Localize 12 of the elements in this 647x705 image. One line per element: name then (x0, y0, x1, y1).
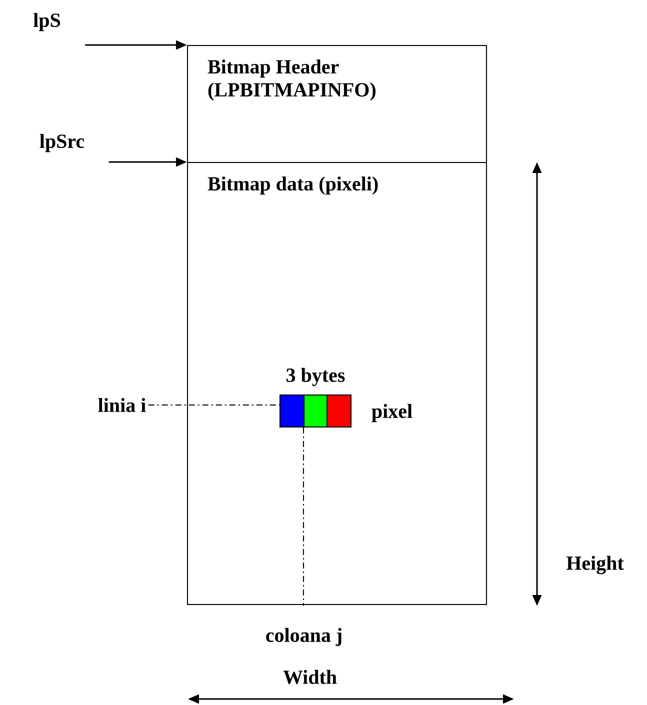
pointer-label: linia i (98, 398, 146, 412)
node-caption: 3 bytes (286, 368, 345, 386)
pointer-label: lpS (34, 12, 60, 32)
node-caption: pixel (372, 404, 412, 422)
dimension-label: Height (566, 556, 624, 574)
pixel-drawing (280, 394, 352, 428)
memory-block: Bitmap Header (LPBITMAPINFO) (187, 45, 487, 163)
dimension-label: Width (283, 670, 337, 684)
leader-line (303, 427, 304, 606)
leader-line (148, 404, 280, 406)
pointer-label: coloana j (266, 628, 342, 646)
pointer-label: lpSrc (40, 134, 84, 152)
